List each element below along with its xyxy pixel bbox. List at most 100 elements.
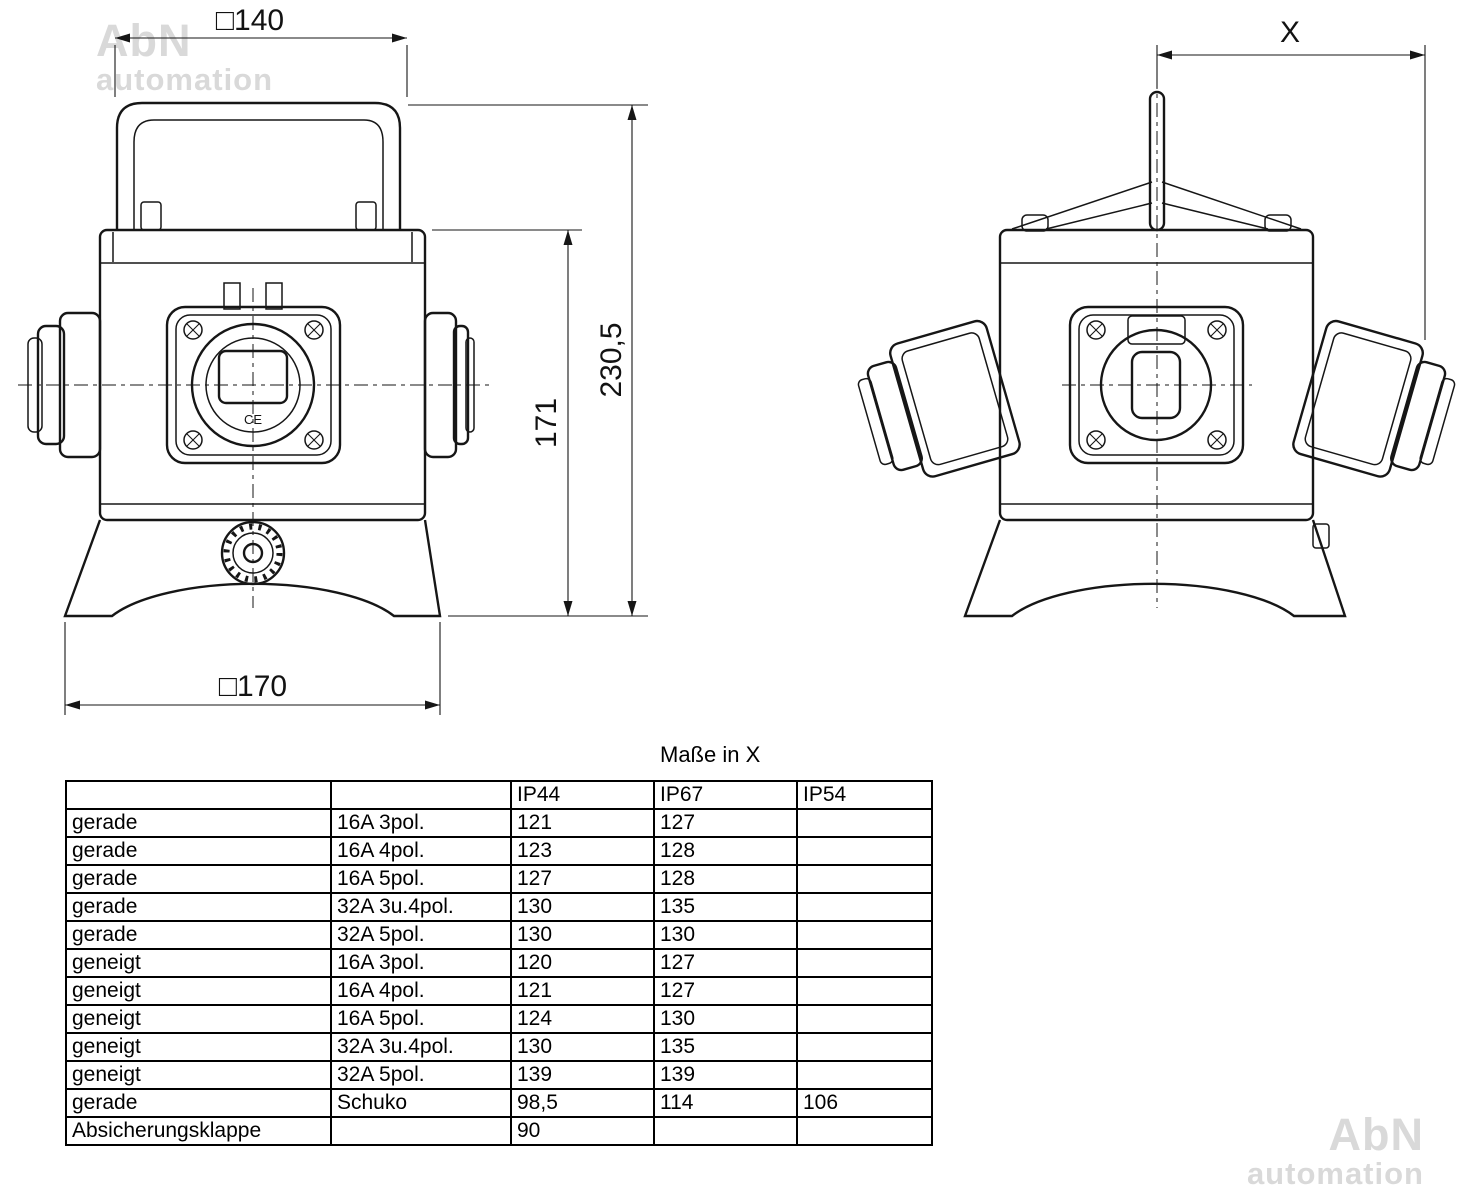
cell-orientation: geneigt: [65, 948, 332, 978]
table-row: geneigt 32A 3u.4pol. 130 135: [65, 1032, 933, 1062]
side-view: X: [857, 16, 1456, 618]
front-socket-outlet: CE: [190, 322, 316, 448]
header-cell-ip44: IP44: [510, 780, 655, 810]
cell-ip54: [796, 920, 933, 950]
side-base: [963, 519, 1347, 618]
dimension-label-230-5: 230,5: [595, 322, 628, 397]
table-row: gerade 16A 5pol. 127 128: [65, 864, 933, 894]
cell-ip54: [796, 1004, 933, 1034]
dimension-body-height: 171: [432, 229, 582, 616]
cell-ip67: 130: [653, 920, 798, 950]
cell-ip44: 121: [510, 808, 655, 838]
cell-ip67: 139: [653, 1060, 798, 1090]
cell-ip54: [796, 808, 933, 838]
cell-type: Schuko: [330, 1088, 512, 1118]
cell-type: 32A 5pol.: [330, 1060, 512, 1090]
cell-ip44: 90: [510, 1116, 655, 1146]
cell-orientation: gerade: [65, 808, 332, 838]
watermark-brand: AbN: [96, 15, 192, 66]
handle-side-profile: [1011, 181, 1302, 230]
table-row: Absicherungsklappe 90: [65, 1116, 933, 1146]
cell-ip44: 130: [510, 920, 655, 950]
cell-ip54: 106: [796, 1088, 933, 1118]
cell-ip54: [796, 948, 933, 978]
dimension-x: X: [1156, 16, 1426, 340]
cell-type: 16A 3pol.: [330, 948, 512, 978]
header-cell: [330, 780, 512, 810]
cell-ip44: 139: [510, 1060, 655, 1090]
cell-ip54: [796, 892, 933, 922]
table-row: gerade Schuko 98,5 114 106: [65, 1088, 933, 1118]
table-row: gerade 32A 5pol. 130 130: [65, 920, 933, 950]
cell-type: 16A 5pol.: [330, 1004, 512, 1034]
side-right-inclined-socket: [1292, 319, 1456, 478]
watermark-bottom-right: AbN automation: [1228, 1112, 1424, 1190]
cell-ip54: [796, 976, 933, 1006]
screw-icon: [1086, 430, 1106, 450]
carry-handle: [115, 101, 402, 231]
drawing-canvas: CE □140: [18, 4, 1456, 715]
dimension-label-171: 171: [530, 398, 563, 448]
cell-ip54: [796, 1032, 933, 1062]
cell-type: 32A 5pol.: [330, 920, 512, 950]
cell-ip54: [796, 1116, 933, 1146]
screw-icon: [1207, 320, 1227, 340]
front-base: [63, 519, 442, 618]
cell-ip67: 114: [653, 1088, 798, 1118]
cell-ip67: 128: [653, 864, 798, 894]
cell-type: 16A 4pol.: [330, 976, 512, 1006]
cell-ip67: 127: [653, 948, 798, 978]
dimension-base-width: □170: [64, 622, 441, 715]
table-row: geneigt 16A 4pol. 121 127: [65, 976, 933, 1006]
screw-icon: [1086, 320, 1106, 340]
cell-type: 16A 5pol.: [330, 864, 512, 894]
cell-ip67: 135: [653, 892, 798, 922]
cell-ip44: 120: [510, 948, 655, 978]
cell-type: 32A 3u.4pol.: [330, 1032, 512, 1062]
front-right-side-socket: [423, 311, 475, 459]
cell-ip54: [796, 1060, 933, 1090]
dimension-label-170: □170: [219, 670, 287, 703]
dimension-label-x: X: [1280, 16, 1300, 49]
screw-icon: [304, 320, 324, 340]
cell-orientation: gerade: [65, 1088, 332, 1118]
cell-ip44: 130: [510, 892, 655, 922]
table-title: Maße in X: [660, 742, 761, 767]
cell-orientation: geneigt: [65, 1060, 332, 1090]
screw-icon: [183, 430, 203, 450]
cell-orientation: geneigt: [65, 1032, 332, 1062]
table-row: geneigt 16A 5pol. 124 130: [65, 1004, 933, 1034]
cell-type: [330, 1116, 512, 1146]
screw-icon: [1207, 430, 1227, 450]
cell-type: 16A 3pol.: [330, 808, 512, 838]
cell-orientation: geneigt: [65, 1004, 332, 1034]
side-left-inclined-socket: [857, 319, 1021, 478]
watermark-sub: automation: [96, 61, 274, 97]
front-view: CE □140: [18, 4, 648, 715]
watermark-top-left: AbN automation: [96, 18, 273, 96]
dimensions-table: IP44 IP67 IP54 gerade 16A 3pol. 121 127 …: [65, 780, 933, 1146]
cell-ip54: [796, 864, 933, 894]
cell-ip44: 124: [510, 1004, 655, 1034]
table-row: gerade 32A 3u.4pol. 130 135: [65, 892, 933, 922]
screw-icon: [183, 320, 203, 340]
header-cell: [65, 780, 332, 810]
cell-ip67: 130: [653, 1004, 798, 1034]
header-cell-ip67: IP67: [653, 780, 798, 810]
cell-ip67: [653, 1116, 798, 1146]
cell-orientation: Absicherungsklappe: [65, 1116, 332, 1146]
dimension-handle-width: □140: [114, 4, 408, 97]
cell-ip67: 135: [653, 1032, 798, 1062]
dimension-total-height: 230,5: [408, 104, 648, 617]
side-socket-flange: [1068, 305, 1245, 465]
cell-ip44: 130: [510, 1032, 655, 1062]
cell-ip67: 127: [653, 976, 798, 1006]
cell-orientation: geneigt: [65, 976, 332, 1006]
watermark-brand: AbN: [1328, 1109, 1424, 1160]
cell-ip44: 127: [510, 864, 655, 894]
cell-ip44: 123: [510, 836, 655, 866]
cell-orientation: gerade: [65, 920, 332, 950]
cell-ip54: [796, 836, 933, 866]
watermark-sub: automation: [1246, 1155, 1424, 1191]
